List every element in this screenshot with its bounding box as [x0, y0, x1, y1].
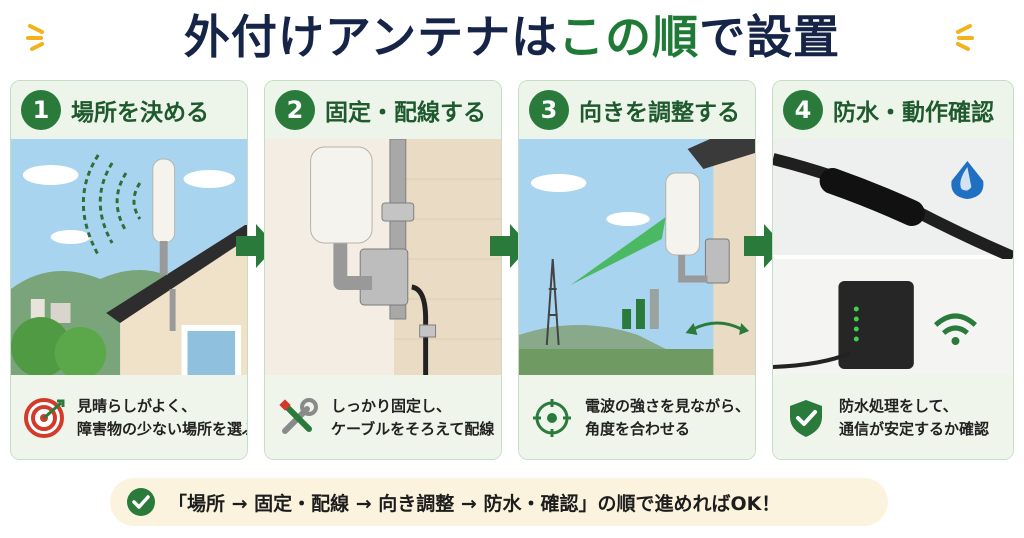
- house-antenna-illustration: [11, 139, 247, 375]
- step-line2-1: 障害物の少ない場所を選ぶ: [77, 420, 248, 438]
- title-part3: で設置: [699, 10, 841, 64]
- sparkle-right-icon: [956, 24, 974, 51]
- mount-wiring-illustration: [265, 139, 501, 375]
- waterproof-check-illustration: [773, 139, 1013, 375]
- step-header-2: 2 固定・配線する: [265, 81, 501, 139]
- target-icon: [24, 398, 65, 438]
- step-description-1: 見晴らしがよく、 障害物の少ない場所を選ぶ: [11, 375, 248, 459]
- tools-icon: [279, 398, 318, 434]
- step-number-4: 4: [783, 90, 823, 130]
- step-line1-1: 見晴らしがよく、: [77, 397, 197, 415]
- page-title: 外付けアンテナはこの順で設置: [0, 4, 1024, 70]
- step-title-1: 場所を決める: [71, 100, 209, 126]
- step-title-4: 防水・動作確認: [833, 100, 994, 126]
- title-part1: 外付けアンテナは: [183, 10, 559, 64]
- step-title-2: 固定・配線する: [325, 100, 486, 126]
- step-card-4: 4 防水・動作確認 防水処理をして、 通信が安定するか確認: [772, 80, 1014, 460]
- step-line1-4: 防水処理をして、: [839, 397, 958, 415]
- step-line1-3: 電波の強さを見ながら、: [585, 397, 751, 415]
- title-part2: この順: [558, 10, 700, 64]
- step-line2-2: ケーブルをそろえて配線: [331, 420, 495, 438]
- step-line2-3: 角度を合わせる: [585, 420, 691, 438]
- step-description-2: しっかり固定し、 ケーブルをそろえて配線: [265, 375, 501, 459]
- step-title-3: 向きを調整する: [579, 100, 740, 126]
- crosshair-icon: [533, 399, 571, 437]
- step-number-2: 2: [275, 90, 315, 130]
- step-header-1: 1 場所を決める: [11, 81, 247, 139]
- step-header-3: 3 向きを調整する: [519, 81, 755, 139]
- step-card-1: 1 場所を決める 見晴らしがよく、 障害物の: [10, 80, 248, 460]
- step-line1-2: しっかり固定し、: [331, 397, 452, 415]
- summary-text: 「場所 → 固定・配線 → 向き調整 → 防水・確認」の順で進めればOK！: [168, 492, 781, 515]
- step-number-3: 3: [529, 90, 569, 130]
- check-circle-icon: [127, 488, 155, 516]
- step-description-3: 電波の強さを見ながら、 角度を合わせる: [519, 375, 755, 459]
- step-line2-4: 通信が安定するか確認: [839, 420, 990, 438]
- step-description-4: 防水処理をして、 通信が安定するか確認: [773, 375, 1013, 459]
- summary-banner: 「場所 → 固定・配線 → 向き調整 → 防水・確認」の順で進めればOK！: [110, 478, 888, 526]
- step-number-1: 1: [21, 90, 61, 130]
- direction-adjust-illustration: [519, 139, 755, 375]
- step-header-4: 4 防水・動作確認: [773, 81, 1013, 139]
- sparkle-left-icon: [26, 24, 44, 51]
- step-card-3: 3 向きを調整する 電波の強さを見ながら、 角度を合わせる: [518, 80, 756, 460]
- shield-check-icon: [790, 400, 822, 437]
- step-card-2: 2 固定・配線する しっかり固定し、 ケーブルをそろえて配線: [264, 80, 502, 460]
